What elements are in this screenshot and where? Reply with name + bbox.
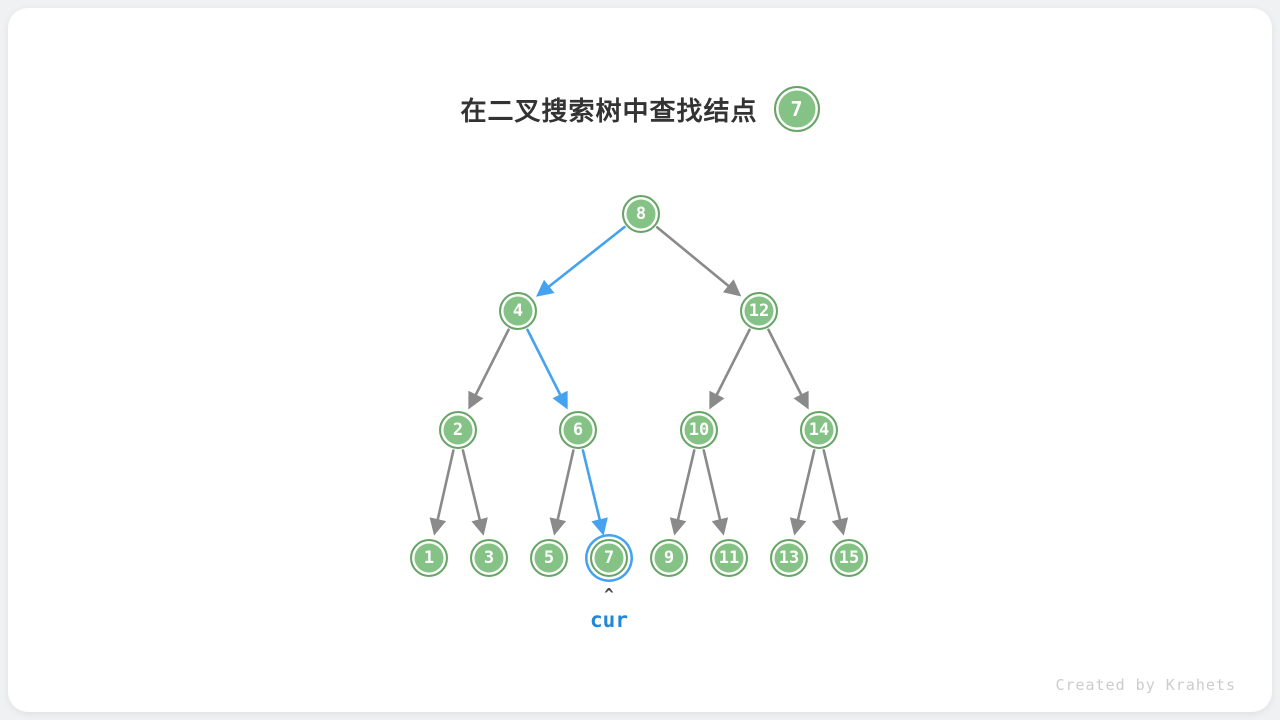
edge-4-2 [468, 328, 510, 410]
tree-node-12: 12 [740, 292, 778, 330]
edge-12-10 [709, 328, 751, 410]
edge-10-9 [669, 449, 696, 536]
tree-node-6: 6 [559, 411, 597, 449]
cur-label: cur [590, 608, 628, 632]
tree-node-5: 5 [530, 539, 568, 577]
tree-node-8: 8 [622, 195, 660, 233]
tree-node-11: 11 [710, 539, 748, 577]
watermark: Created by Krahets [1055, 676, 1236, 694]
tree-node-2: 2 [439, 411, 477, 449]
diagram-title: 在二叉搜索树中查找结点 [460, 95, 758, 126]
diagram-card [8, 8, 1272, 712]
diagram-title-row: 在二叉搜索树中查找结点 7 [0, 86, 1280, 132]
edge-6-7 [581, 449, 608, 536]
edge-10-11 [702, 449, 729, 536]
target-value-node: 7 [773, 86, 820, 132]
tree-node-7: 7 [590, 539, 628, 577]
edge-4-6 [526, 328, 568, 410]
cur-caret-icon: ^ [604, 585, 614, 604]
tree-node-1: 1 [410, 539, 448, 577]
edge-14-13 [789, 449, 816, 536]
tree-node-13: 13 [770, 539, 808, 577]
edge-6-5 [549, 449, 575, 536]
edge-12-14 [767, 328, 809, 410]
cur-pointer: ^ cur [590, 585, 628, 633]
tree-node-14: 14 [800, 411, 838, 449]
tree-node-9: 9 [650, 539, 688, 577]
tree-node-4: 4 [499, 292, 537, 330]
tree-node-10: 10 [680, 411, 718, 449]
edge-2-1 [429, 449, 455, 536]
edge-8-4 [536, 225, 626, 297]
edge-2-3 [461, 449, 488, 536]
edge-14-15 [822, 449, 849, 536]
tree-node-3: 3 [470, 539, 508, 577]
edge-8-12 [655, 226, 742, 297]
tree-node-15: 15 [830, 539, 868, 577]
